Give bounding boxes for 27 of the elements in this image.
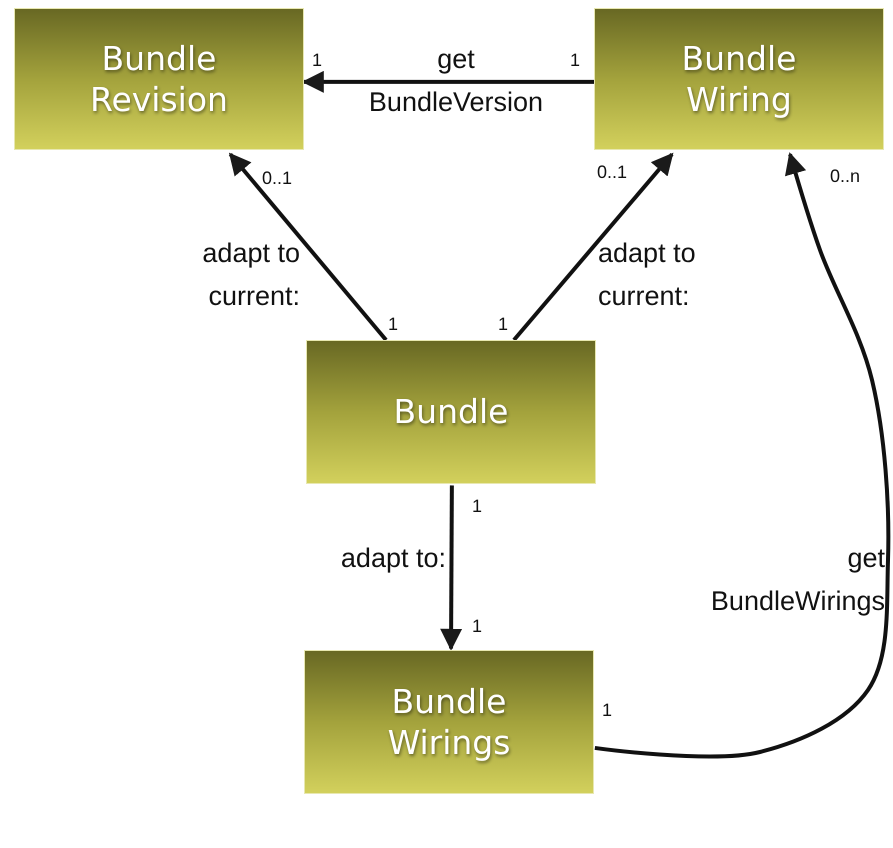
- arrow: [228, 152, 388, 342]
- class-box: [594, 8, 884, 150]
- edge-label: get BundleWirings: [710, 542, 885, 618]
- multiplicity-label: 1: [312, 50, 322, 71]
- multiplicity-label: 1: [602, 700, 612, 721]
- arrow: [512, 152, 674, 342]
- multiplicity-label: 1: [472, 496, 482, 517]
- multiplicity-label: 1: [472, 616, 482, 637]
- multiplicity-label: 1: [570, 50, 580, 71]
- edge-label: adapt to current:: [598, 237, 697, 314]
- arrow: [594, 152, 890, 758]
- class-box: [304, 650, 594, 794]
- multiplicity-label: 0..1: [597, 162, 628, 183]
- class-box: [306, 340, 596, 484]
- edge-label: adapt to:: [340, 542, 446, 575]
- box-title: Bundle Wirings: [386, 680, 512, 764]
- box-title: Bundle Wiring: [680, 38, 798, 120]
- box-title: Bundle Revision: [89, 38, 229, 120]
- multiplicity-label: 0..1: [262, 168, 292, 189]
- edge-label: get BundleVersion: [368, 43, 544, 120]
- multiplicity-label: 1: [498, 314, 508, 335]
- multiplicity-label: 1: [388, 314, 398, 335]
- class-box: [14, 8, 304, 150]
- arrow: [440, 485, 462, 651]
- multiplicity-label: 0..n: [830, 166, 860, 187]
- edge-label: adapt to current:: [201, 237, 300, 314]
- box-title: Bundle: [394, 391, 508, 433]
